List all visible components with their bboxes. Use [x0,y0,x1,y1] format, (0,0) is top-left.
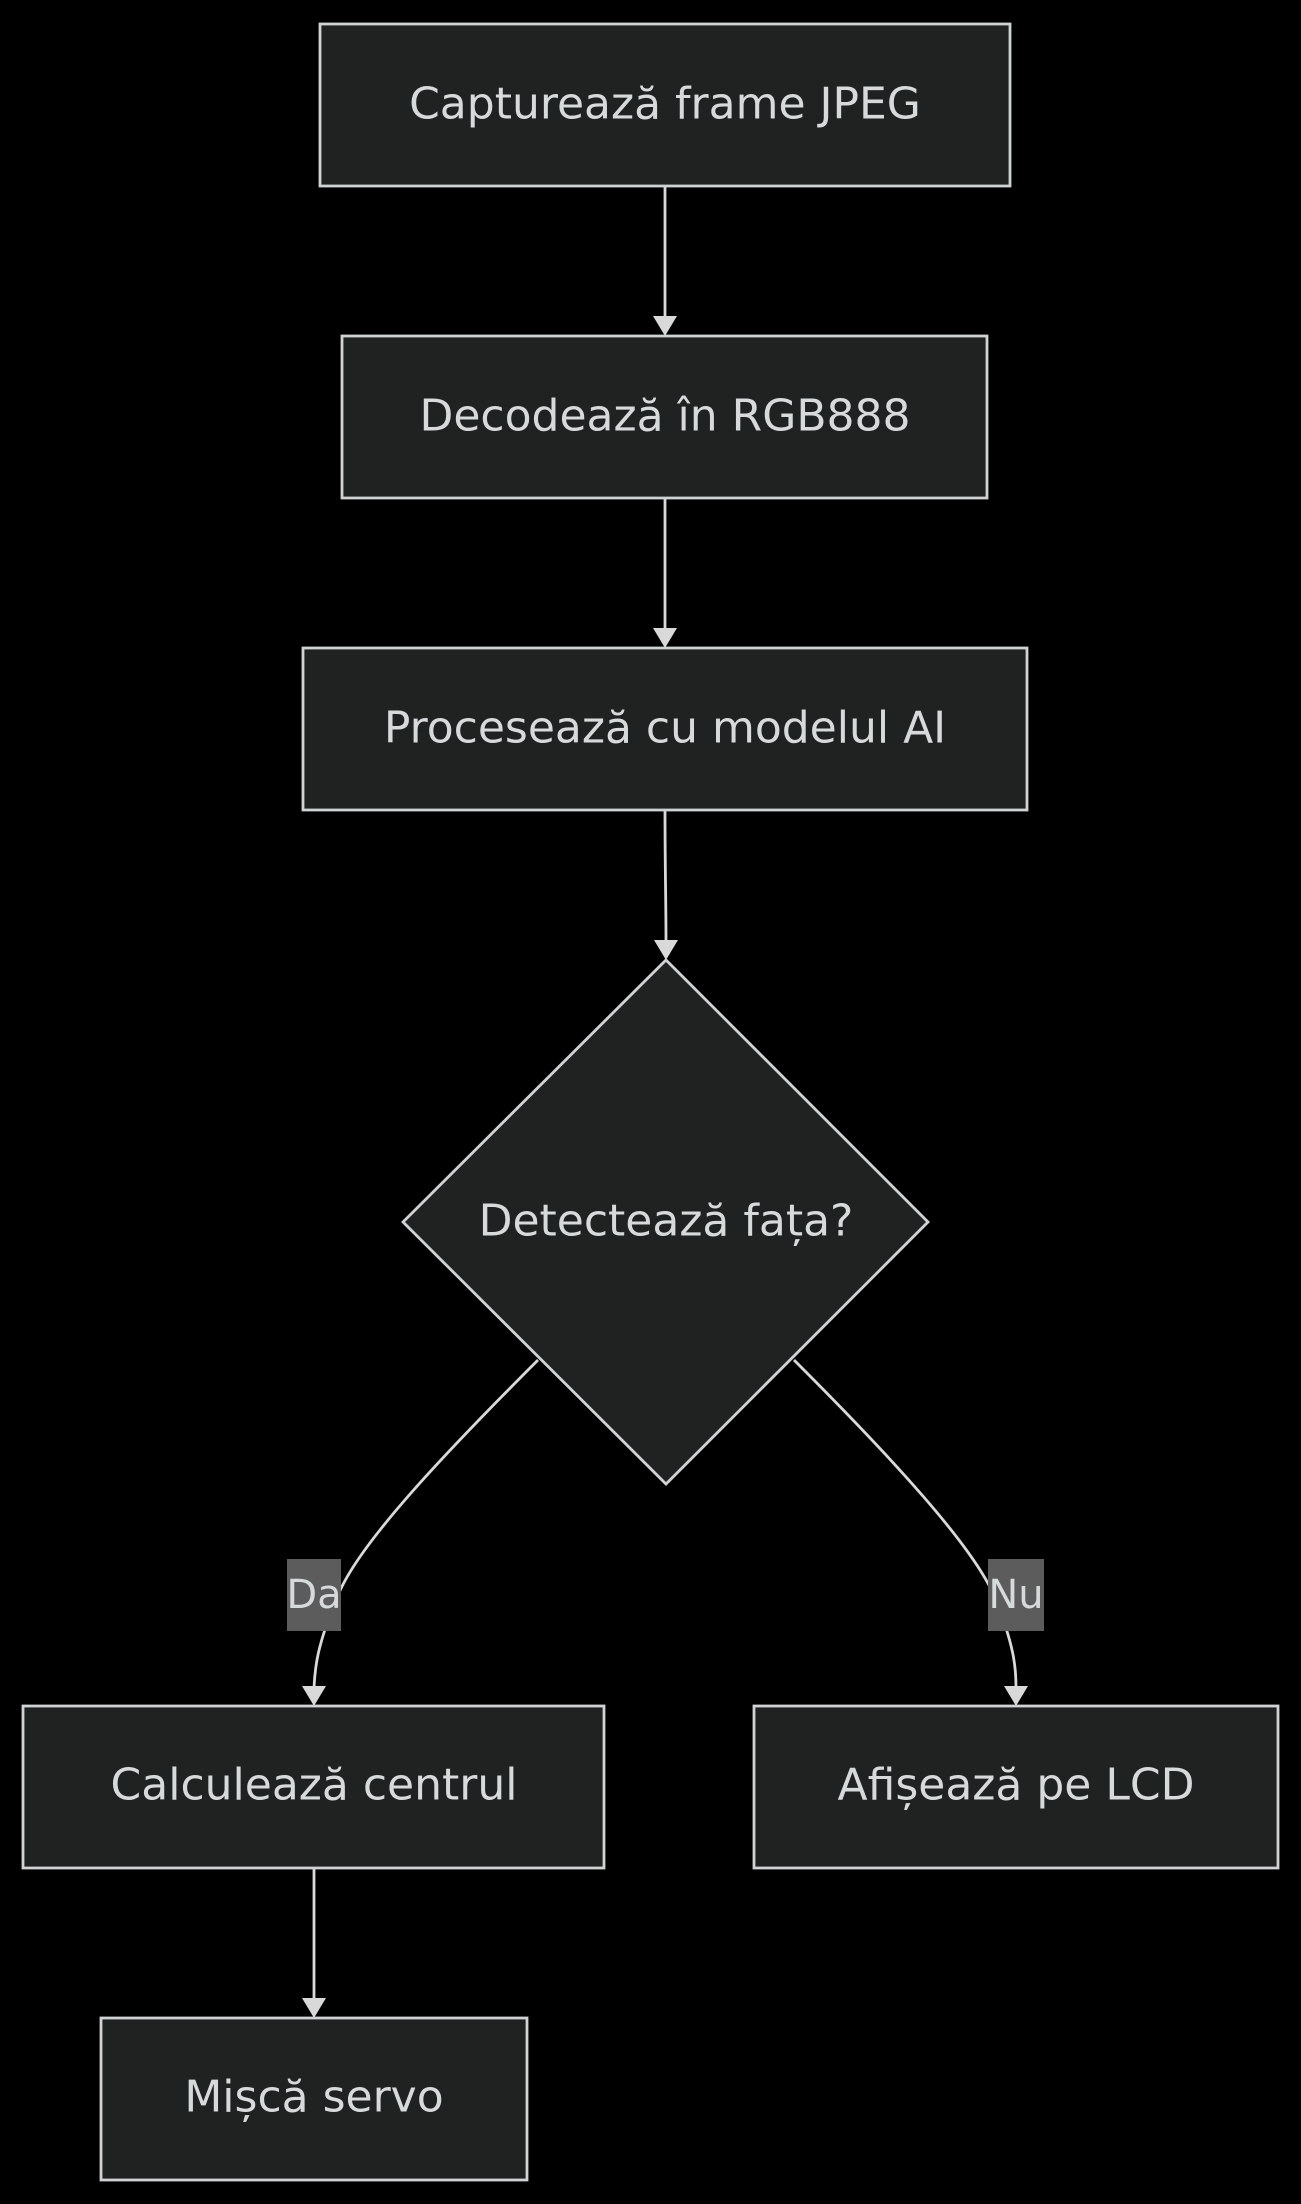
node-detect-face-decision[interactable]: Detectează fața? [401,958,930,1486]
node-label: Calculează centrul [111,1760,518,1811]
edge-label-background [287,1559,341,1631]
process-box [301,646,1029,812]
node-calculate-center[interactable]: Calculează centrul [21,1704,606,1870]
edge-label-background [988,1559,1044,1631]
node-process-ai-model[interactable]: Procesează cu modelul AI [301,646,1029,812]
edge-line [793,1359,1018,1689]
edge-line [663,809,668,943]
node-label: Mișcă servo [184,2072,443,2123]
arrowhead-icon [653,628,677,648]
edge-label-da: Da [286,1572,341,1618]
node-label: Afișează pe LCD [838,1760,1195,1811]
node-capture-frame[interactable]: Capturează frame JPEG [318,22,1012,188]
edges: Da Nu [286,186,1044,2018]
decision-diamond [401,958,930,1486]
node-label: Capturează frame JPEG [409,79,921,130]
node-display-lcd[interactable]: Afișează pe LCD [752,1704,1280,1870]
process-box [752,1704,1280,1870]
edge-line [312,1359,539,1689]
edge-decode-to-process [653,498,677,648]
arrowhead-icon [1004,1686,1028,1706]
arrowhead-icon [654,940,678,960]
arrowhead-icon [653,316,677,336]
process-box [318,22,1012,188]
edge-center-to-servo [302,1868,326,2018]
node-decode-rgb888[interactable]: Decodează în RGB888 [340,334,989,500]
edge-capture-to-decode [653,186,677,336]
edge-label-nu: Nu [988,1572,1043,1618]
nodes: Capturează frame JPEG Decodează în RGB88… [21,22,1280,2182]
node-label: Decodează în RGB888 [419,391,910,442]
edge-detect-to-center: Da [286,1359,539,1706]
node-move-servo[interactable]: Mișcă servo [99,2016,529,2182]
node-label: Procesează cu modelul AI [384,703,946,754]
process-box [99,2016,529,2182]
process-box [340,334,989,500]
node-label: Detectează fața? [479,1196,854,1247]
arrowhead-icon [302,1686,326,1706]
process-box [21,1704,606,1870]
edge-detect-to-display: Nu [793,1359,1044,1706]
arrowhead-icon [302,1998,326,2018]
edge-process-to-detect [654,809,678,960]
